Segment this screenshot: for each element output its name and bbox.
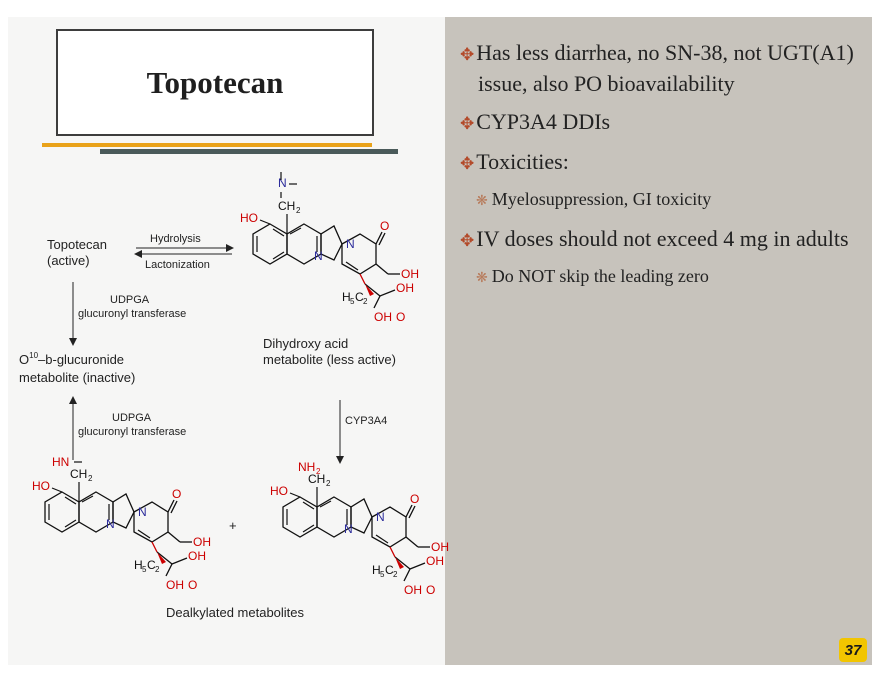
page-number-badge: 37	[839, 638, 867, 662]
bullet-marker-icon: ✥	[460, 45, 475, 64]
sub-bullet-marker-icon: ❋	[476, 271, 488, 286]
bullet-marker-icon: ✥	[460, 154, 475, 173]
glucuronide-label: O10–b-glucuronide	[19, 351, 124, 367]
bullet-panel	[445, 17, 872, 665]
udpga-top-enzyme-label: glucuronyl transferase	[78, 308, 186, 320]
svg-text:NH: NH	[298, 460, 315, 474]
bullet-item: ✥CYP3A4 DDIs	[460, 109, 611, 134]
svg-text:N: N	[278, 176, 287, 190]
sub-bullet-item: ❋Myelosuppression, GI toxicity	[476, 189, 712, 209]
dihydroxy-acid-structure: N	[239, 172, 420, 325]
bullet-item: ✥Has less diarrhea, no SN-38, not UGT(A1…	[460, 40, 854, 96]
bullet-marker-icon: ✥	[460, 231, 475, 250]
dealkylated-structure-2: NH 2	[269, 460, 450, 598]
bullet-item: ✥IV doses should not exceed 4 mg in adul…	[460, 226, 849, 251]
sub-bullet-marker-icon: ❋	[476, 194, 488, 209]
sub-bullet-item: ❋Do NOT skip the leading zero	[476, 266, 709, 286]
lactonization-label: Lactonization	[145, 259, 210, 271]
udpga-bottom-enzyme-label: glucuronyl transferase	[78, 426, 186, 438]
cyp3a4-label: CYP3A4	[345, 415, 387, 427]
dihydroxy-less-active-label: metabolite (less active)	[263, 352, 396, 367]
dihydroxy-label: Dihydroxy acid	[263, 336, 348, 351]
hydrolysis-label: Hydrolysis	[150, 233, 201, 245]
svg-text:2: 2	[316, 467, 321, 476]
bullet-item: ✥Toxicities:	[460, 149, 569, 174]
bullet-list: ✥Has less diarrhea, no SN-38, not UGT(A1…	[460, 38, 865, 301]
plus-sign: +	[229, 518, 237, 533]
accent-line-dark	[100, 149, 398, 154]
topotecan-active-label: (active)	[47, 253, 90, 268]
udpga-bottom-label: UDPGA	[112, 412, 152, 424]
title-box: Topotecan	[56, 29, 374, 136]
glucuronide-inactive-label: metabolite (inactive)	[19, 370, 135, 385]
dealkylated-label: Dealkylated metabolites	[166, 605, 305, 620]
bullet-marker-icon: ✥	[460, 114, 475, 133]
slide-title: Topotecan	[146, 64, 284, 100]
udpga-top-label: UDPGA	[110, 294, 150, 306]
dealkylated-structure-1: HN	[31, 455, 212, 593]
accent-line-orange	[42, 143, 372, 147]
svg-text:HN: HN	[52, 455, 69, 469]
topotecan-label: Topotecan	[47, 237, 107, 252]
